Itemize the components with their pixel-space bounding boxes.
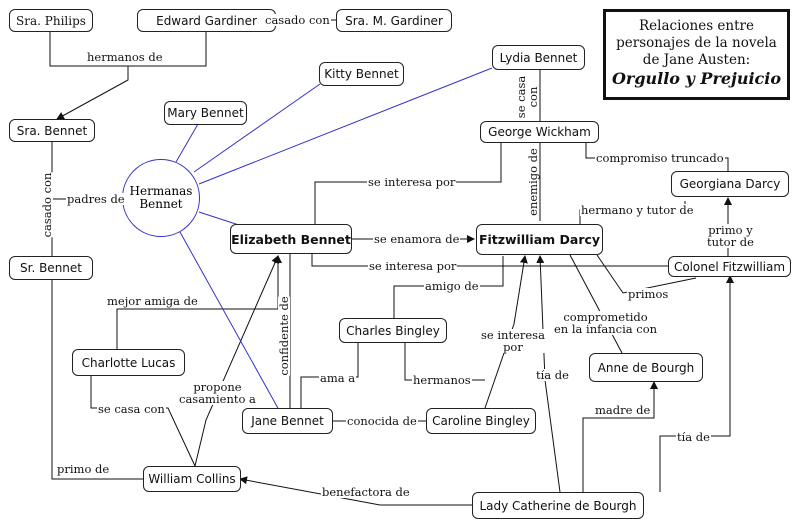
edge-elizabeth bbox=[198, 211, 243, 227]
label-comprometido: comprometido en la infancia con bbox=[553, 310, 659, 336]
edge-tia-colonel bbox=[659, 275, 734, 492]
node-mary-bennet: Mary Bennet bbox=[164, 101, 247, 125]
node-william-collins: William Collins bbox=[143, 466, 241, 492]
edge-propone bbox=[194, 255, 279, 467]
node-edward-gardiner: Edward Gardiner bbox=[137, 9, 276, 32]
label-tia-de-darcy: tía de bbox=[535, 368, 570, 382]
node-anne-de-bourgh: Anne de Bourgh bbox=[589, 353, 703, 382]
node-lady-catherine: Lady Catherine de Bourgh bbox=[472, 492, 644, 519]
edge-comprometido bbox=[569, 254, 623, 354]
edge-benefactora bbox=[239, 476, 472, 506]
title-novel: Orgullo y Prejuicio bbox=[611, 69, 782, 88]
title-text: Relaciones entre personajes de la novela… bbox=[616, 18, 777, 68]
label-amigo-de: amigo de bbox=[424, 279, 480, 293]
node-hermanas-bennet: Hermanas Bennet bbox=[122, 159, 200, 237]
node-sr-bennet: Sr. Bennet bbox=[9, 256, 93, 280]
node-jane-bennet: Jane Bennet bbox=[242, 408, 333, 434]
label-primo-y-tutor-de: primo y tutor de bbox=[706, 223, 755, 249]
label-primos: primos bbox=[627, 287, 670, 301]
label-enemigo-de: enemigo de bbox=[526, 148, 540, 216]
label-hermano-y-tutor-de: hermano y tutor de bbox=[580, 203, 695, 217]
label-se-interesa-por-wickham: se interesa por bbox=[367, 175, 457, 189]
label-se-interesa-por-caroline: se interesa por bbox=[480, 328, 546, 354]
title-box: Relaciones entre personajes de la novela… bbox=[603, 9, 790, 100]
edge-lydia bbox=[198, 67, 493, 185]
node-charlotte-lucas: Charlotte Lucas bbox=[72, 349, 185, 376]
label-se-interesa-por-colonel: se interesa por bbox=[368, 259, 458, 273]
label-hermanos-de: hermanos de bbox=[86, 50, 164, 64]
node-kitty-bennet: Kitty Bennet bbox=[319, 62, 404, 86]
label-tia-de-colonel: tía de bbox=[676, 430, 711, 444]
node-sra-m-gardiner: Sra. M. Gardiner bbox=[336, 9, 452, 32]
node-caroline-bingley: Caroline Bingley bbox=[426, 408, 536, 434]
node-lydia-bennet: Lydia Bennet bbox=[492, 45, 585, 70]
label-mejor-amiga-de: mejor amiga de bbox=[106, 294, 199, 308]
label-confidente-de: confidente de bbox=[277, 296, 291, 376]
edge-mary bbox=[175, 123, 199, 163]
node-george-wickham: George Wickham bbox=[480, 121, 599, 143]
node-georgiana-darcy: Georgiana Darcy bbox=[671, 171, 789, 197]
edge-se-interesa-caroline bbox=[484, 255, 528, 409]
label-conocida-de: conocida de bbox=[346, 414, 418, 428]
label-se-casa-con-collins: se casa con bbox=[97, 402, 166, 416]
node-sra-philips: Sra. Philips bbox=[9, 9, 93, 32]
node-sra-bennet: Sra. Bennet bbox=[9, 119, 95, 142]
node-charles-bingley: Charles Bingley bbox=[339, 318, 447, 343]
label-casado-con-bennet: casado con bbox=[40, 172, 54, 238]
node-elizabeth-bennet: Elizabeth Bennet bbox=[230, 224, 352, 254]
label-benefactora-de: benefactora de bbox=[321, 485, 411, 499]
label-madre-de: madre de bbox=[594, 403, 652, 417]
label-se-casa-con-lydia: se casa con bbox=[514, 75, 540, 119]
edge-primos bbox=[596, 254, 697, 294]
edge-mejor-amiga bbox=[116, 255, 282, 349]
label-casado-con-gardiner: casado con bbox=[264, 13, 331, 27]
label-hermanos: hermanos bbox=[412, 373, 472, 387]
label-se-enamora-de: se enamora de bbox=[373, 232, 461, 246]
edge-primo-de bbox=[51, 280, 143, 480]
edge-kitty bbox=[193, 83, 321, 173]
edge-se-interesa-colonel bbox=[311, 252, 668, 267]
label-primo-de: primo de bbox=[56, 462, 111, 476]
label-compromiso-truncado: compromiso truncado bbox=[595, 151, 725, 165]
node-colonel-fitzwilliam: Colonel Fitzwilliam bbox=[668, 256, 791, 277]
edge-to-sra-bennet bbox=[56, 66, 129, 120]
edge-madre-de bbox=[582, 381, 658, 492]
edge-jane bbox=[179, 231, 280, 411]
label-padres-de: padres de bbox=[66, 192, 126, 206]
label-ama-a: ama a bbox=[319, 371, 357, 385]
node-fitzwilliam-darcy: Fitzwilliam Darcy bbox=[476, 224, 603, 255]
label-propone-casamiento: propone casamiento a bbox=[178, 380, 257, 406]
